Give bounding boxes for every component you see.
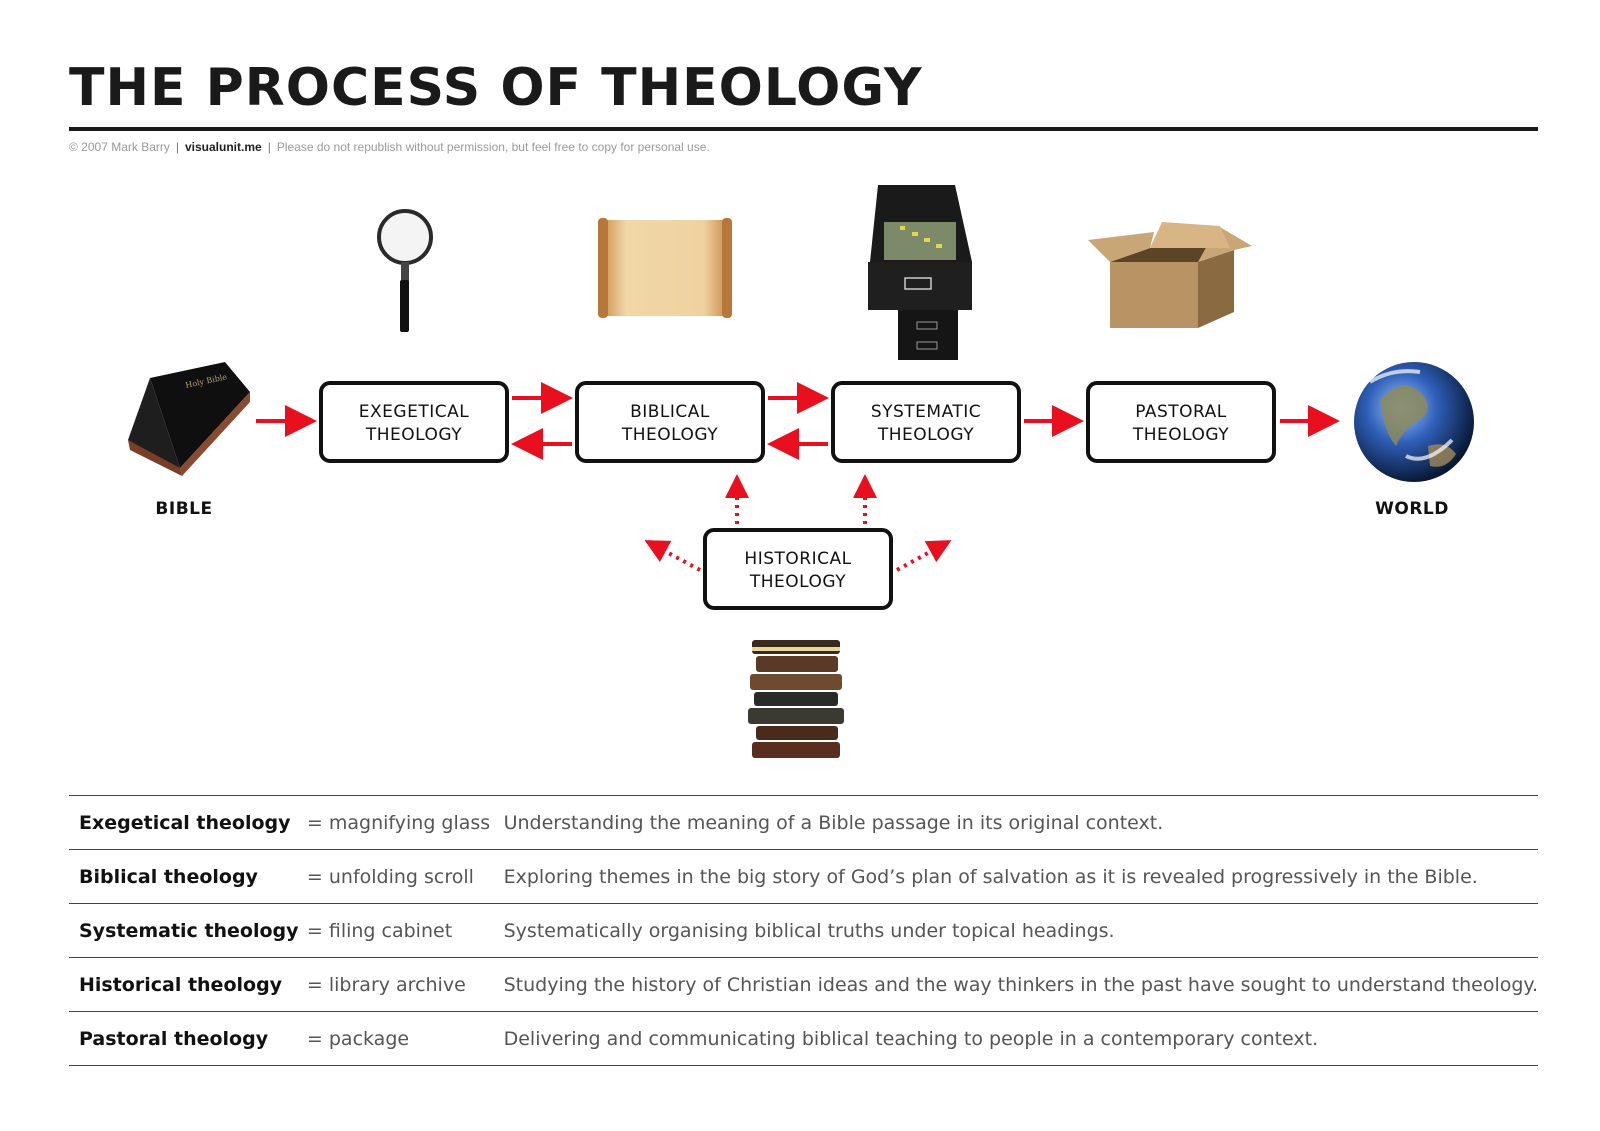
title-rule — [69, 127, 1538, 131]
legend-description: Exploring themes in the big story of God… — [503, 849, 1538, 904]
legend-symbol: = unfolding scroll — [306, 849, 504, 904]
node-pastoral[interactable]: PASTORAL THEOLOGY — [1086, 381, 1276, 463]
scroll-icon — [598, 218, 732, 318]
legend-symbol: = magnifying glass — [306, 795, 504, 850]
legend-name: Biblical theology — [69, 849, 307, 904]
legend-name: Pastoral theology — [69, 1011, 307, 1066]
legend-symbol: = filing cabinet — [306, 903, 504, 958]
legend-description: Understanding the meaning of a Bible pas… — [503, 795, 1538, 850]
book-stack-icon — [748, 640, 844, 758]
arrow-historical-to-world — [896, 540, 952, 572]
node-label: THEOLOGY — [1132, 425, 1229, 445]
legend-name: Historical theology — [69, 957, 307, 1012]
node-biblical[interactable]: BIBLICAL THEOLOGY — [575, 381, 765, 463]
legend-row: Biblical theology = unfolding scroll Exp… — [69, 849, 1538, 904]
node-label: BIBLICAL — [630, 402, 710, 422]
legend-row: Exegetical theology = magnifying glass U… — [69, 795, 1538, 850]
legend-symbol: = library archive — [306, 957, 504, 1012]
node-label: EXEGETICAL — [359, 402, 469, 422]
copyright-text: © 2007 Mark Barry — [69, 140, 170, 154]
magnifying-glass-icon — [377, 209, 433, 332]
node-historical[interactable]: HISTORICAL THEOLOGY — [703, 528, 893, 610]
permission-notice: Please do not republish without permissi… — [276, 140, 710, 154]
bible-icon: Holy Bible — [128, 362, 250, 476]
legend-symbol: = package — [306, 1011, 504, 1066]
node-label: THEOLOGY — [365, 425, 462, 445]
node-label: THEOLOGY — [877, 425, 974, 445]
node-exegetical[interactable]: EXEGETICAL THEOLOGY — [319, 381, 509, 463]
node-label: THEOLOGY — [749, 572, 846, 592]
site-link[interactable]: visualunit.me — [185, 140, 262, 154]
earth-icon — [1354, 362, 1474, 482]
package-icon — [1088, 222, 1252, 328]
world-label: WORLD — [1375, 499, 1449, 519]
historical-arrows — [644, 474, 952, 572]
arrow-historical-to-bible — [644, 540, 701, 572]
legend-row: Pastoral theology = package Delivering a… — [69, 1011, 1538, 1066]
legend-description: Studying the history of Christian ideas … — [503, 957, 1538, 1012]
credit-separator: | — [267, 140, 271, 154]
page-title: THE PROCESS OF THEOLOGY — [69, 58, 923, 118]
credit-line: © 2007 Mark Barry | visualunit.me | Please d… — [69, 140, 710, 154]
legend-row: Historical theology = library archive St… — [69, 957, 1538, 1012]
filing-cabinet-icon — [868, 185, 972, 360]
node-label: SYSTEMATIC — [871, 402, 981, 422]
legend-name: Systematic theology — [69, 903, 307, 958]
legend-description: Delivering and communicating biblical te… — [503, 1011, 1538, 1066]
credit-separator: | — [175, 140, 179, 154]
bible-label: BIBLE — [155, 499, 212, 519]
legend-table: Exegetical theology = magnifying glass U… — [69, 795, 1538, 1066]
legend-name: Exegetical theology — [69, 795, 307, 850]
flow-arrows — [256, 382, 1340, 460]
legend-row: Systematic theology = filing cabinet Sys… — [69, 903, 1538, 958]
node-label: HISTORICAL — [744, 549, 851, 569]
legend-description: Systematically organising biblical truth… — [503, 903, 1538, 958]
process-diagram: Holy Bible — [128, 185, 1474, 758]
node-label: THEOLOGY — [621, 425, 718, 445]
node-label: PASTORAL — [1135, 402, 1227, 422]
node-systematic[interactable]: SYSTEMATIC THEOLOGY — [831, 381, 1021, 463]
